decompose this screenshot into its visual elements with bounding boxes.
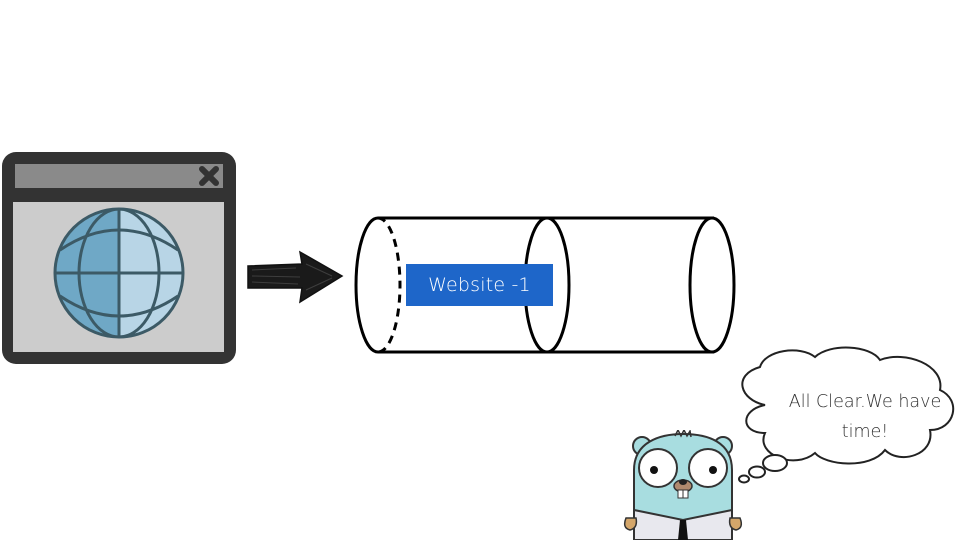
browser-window-icon: [0, 150, 240, 366]
pipe-left-end-hidden: [377, 216, 402, 354]
thought-line-2: time!: [841, 422, 889, 442]
thought-bubble: [730, 345, 960, 485]
titlebar: [15, 164, 223, 188]
pipe-right-end: [688, 216, 736, 354]
hand-drawn-arrow-right-icon: [244, 246, 344, 310]
thought-text: All Clear.We have time!: [765, 387, 960, 447]
pipe-cylinder: [350, 212, 740, 360]
queue-item-website-1[interactable]: Website -1: [406, 264, 553, 306]
globe-icon: [53, 207, 185, 339]
thought-line-1: All Clear.We have: [788, 392, 942, 412]
close-x-icon[interactable]: [199, 166, 219, 186]
gopher-mascot-icon: [620, 430, 750, 540]
pipe-left-end: [354, 216, 379, 354]
